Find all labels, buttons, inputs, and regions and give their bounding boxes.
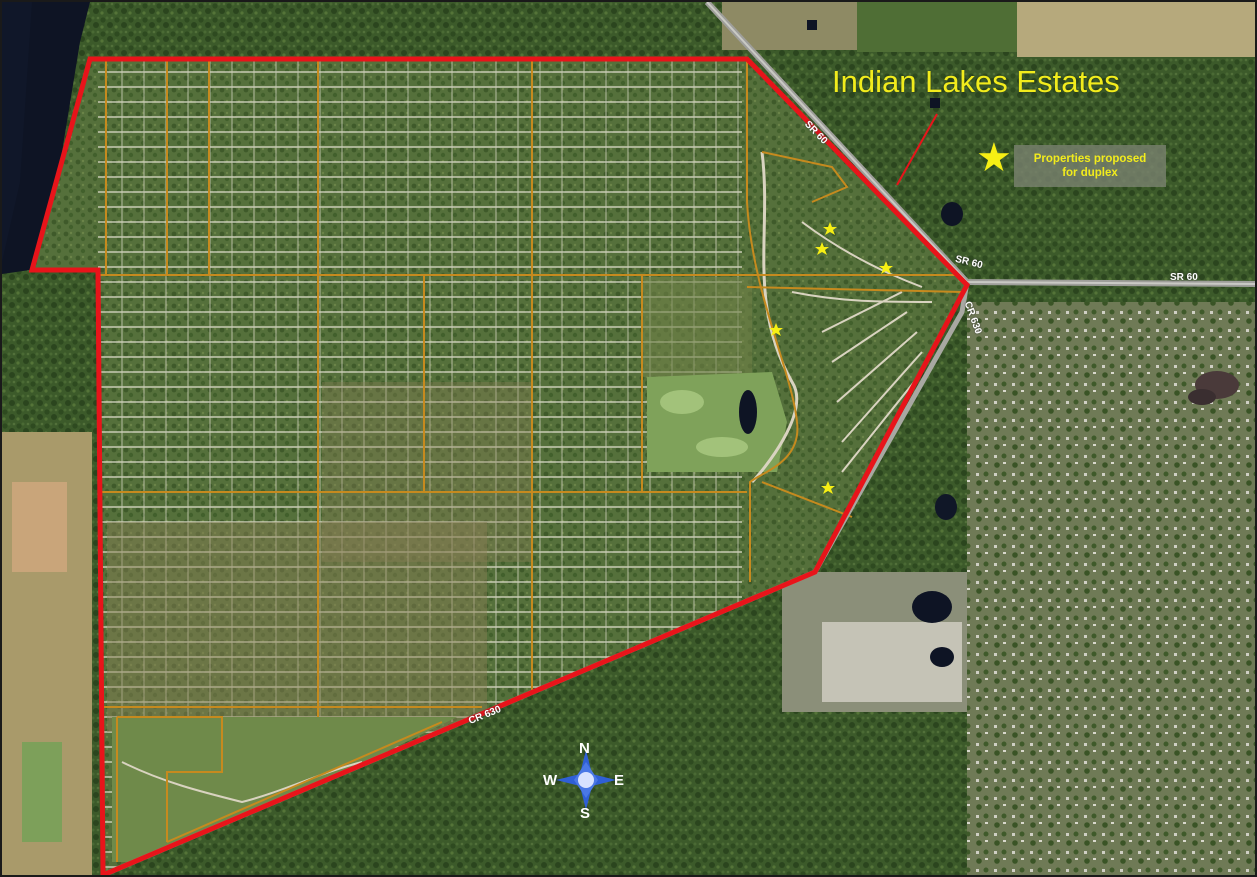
compass-west: W xyxy=(543,772,558,789)
duplex-marker-3 xyxy=(879,261,893,274)
legend: Properties proposed for duplex xyxy=(1014,145,1166,187)
legend-line-1: Properties proposed xyxy=(1033,153,1147,165)
compass-south: S xyxy=(580,805,591,822)
duplex-property-markers xyxy=(769,222,893,494)
estate-boundary xyxy=(28,56,971,875)
star-icon: ★ xyxy=(976,135,1012,181)
duplex-marker-4 xyxy=(769,323,783,336)
title-arrow xyxy=(896,113,938,186)
map-title: Indian Lakes Estates xyxy=(832,64,1120,99)
legend-line-2: for duplex xyxy=(1062,167,1118,179)
road-label-sr60-east: SR 60 xyxy=(1170,272,1198,283)
compass-north: N xyxy=(579,740,590,757)
duplex-marker-1 xyxy=(823,222,837,235)
compass-rose xyxy=(556,750,616,810)
compass-east: E xyxy=(614,772,625,789)
duplex-marker-5 xyxy=(821,481,835,494)
duplex-marker-2 xyxy=(815,242,829,255)
